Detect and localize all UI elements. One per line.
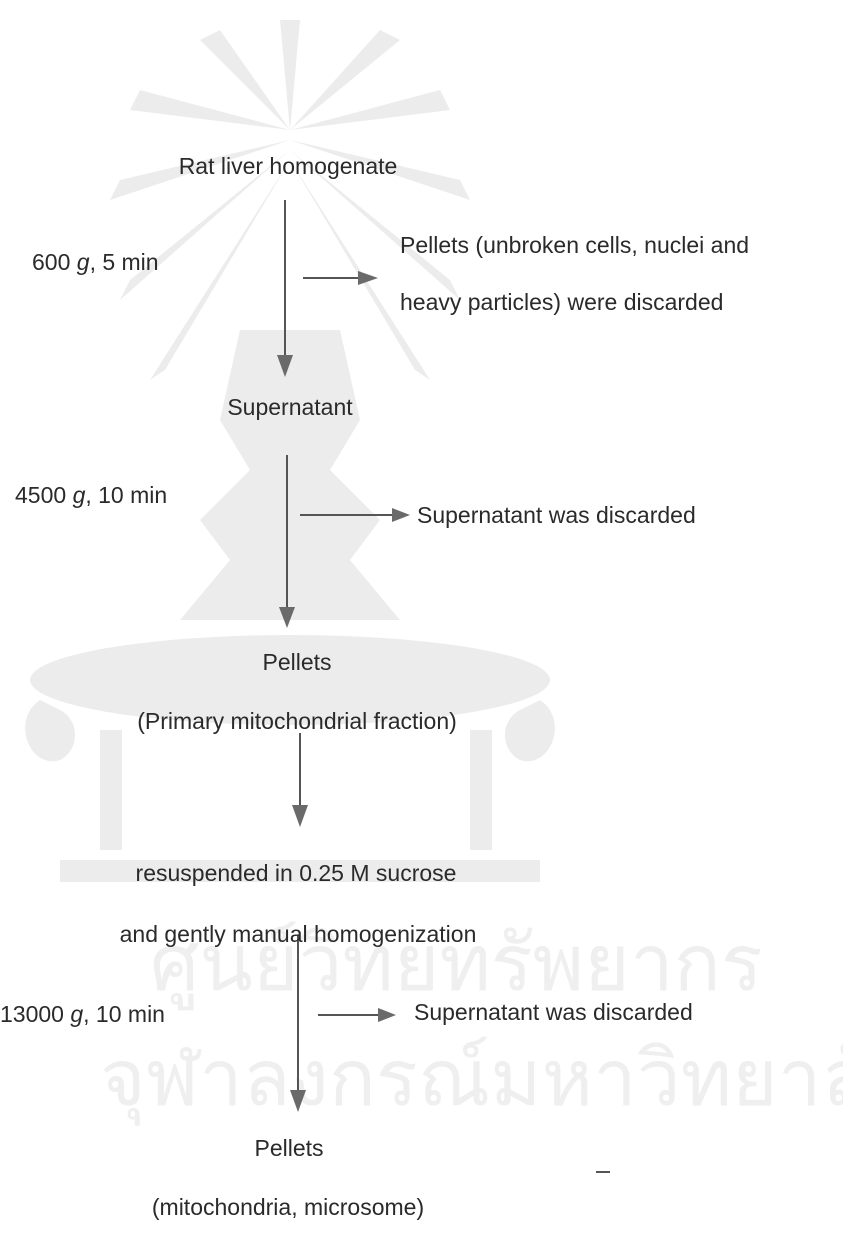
step2-discard: Supernatant was discarded — [417, 504, 696, 527]
intermediate2-line1: Pellets — [262, 651, 331, 674]
step3-speed: 13000 — [0, 1001, 64, 1027]
arrowhead-side-3 — [378, 1008, 396, 1022]
step1-discard-line1: Pellets (unbroken cells, nuclei and — [400, 234, 749, 257]
step1-speed: 600 — [32, 249, 70, 275]
arrowhead-down-1 — [277, 355, 293, 377]
step2-time: , 10 min — [85, 482, 167, 508]
step1-discard-line2: heavy particles) were discarded — [400, 291, 723, 314]
step1-condition: 600 g, 5 min — [32, 251, 159, 274]
intermediate1-label: Supernatant — [227, 396, 352, 419]
resuspend-line1: resuspended in 0.25 M sucrose — [136, 862, 457, 885]
start-node-label: Rat liver homogenate — [179, 155, 398, 178]
arrowhead-side-2 — [392, 508, 410, 522]
arrowhead-side-1 — [358, 271, 378, 285]
final-line2: (mitochondria, microsome) — [152, 1196, 424, 1219]
stray-dash-mark — [596, 1171, 610, 1173]
step2-speed: 4500 — [15, 482, 66, 508]
step2-unit: g — [73, 482, 86, 508]
arrowhead-down-2 — [279, 607, 295, 628]
final-line1: Pellets — [254, 1137, 323, 1160]
step2-condition: 4500 g, 10 min — [15, 484, 167, 507]
resuspend-line2: and gently manual homogenization — [120, 923, 477, 946]
step3-condition: 13000 g, 10 min — [0, 1003, 165, 1026]
step1-unit: g — [77, 249, 90, 275]
arrowhead-down-3 — [292, 805, 308, 827]
arrowhead-down-4 — [290, 1090, 306, 1112]
step1-time: , 5 min — [90, 249, 159, 275]
step3-unit: g — [70, 1001, 83, 1027]
intermediate2-line2: (Primary mitochondrial fraction) — [137, 710, 457, 733]
step3-time: , 10 min — [83, 1001, 165, 1027]
step3-discard: Supernatant was discarded — [414, 1001, 693, 1024]
